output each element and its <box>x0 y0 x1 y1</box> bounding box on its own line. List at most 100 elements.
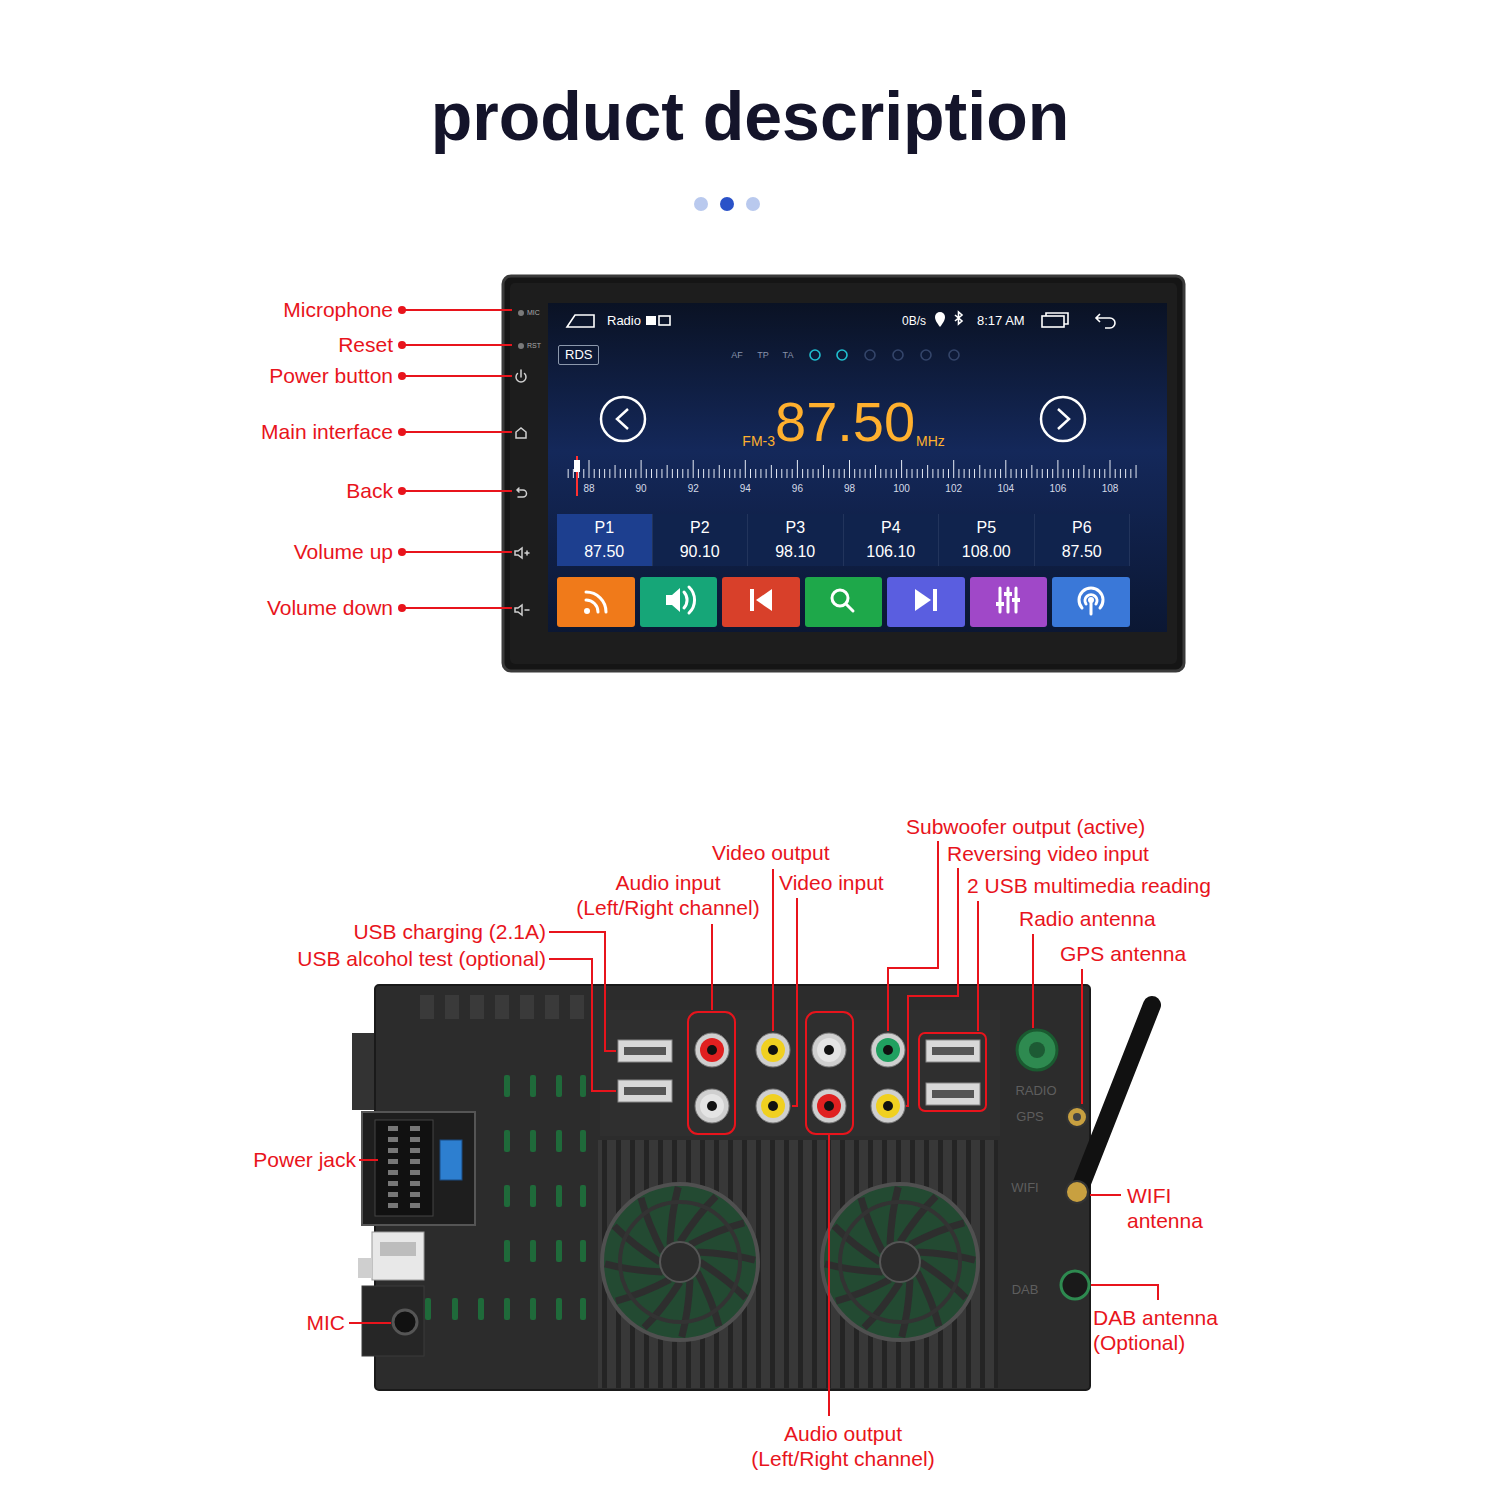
radio-antenna-socket <box>1017 1030 1057 1070</box>
node-value: 108.00 <box>962 542 1011 561</box>
illustration-part <box>375 1120 433 1216</box>
illustration-part <box>625 469 626 478</box>
illustration-part <box>833 469 834 478</box>
illustration-part <box>802 469 803 478</box>
illustration-part <box>893 350 903 360</box>
illustration-part <box>995 469 996 478</box>
scale-number: 94 <box>740 483 751 495</box>
illustration-part <box>700 1094 724 1118</box>
illustration-part <box>518 310 524 316</box>
callout-label: WIFI antenna <box>1127 1183 1222 1233</box>
illustration-part <box>1046 313 1068 324</box>
illustration-part <box>661 469 662 478</box>
illustration-part <box>618 1080 672 1102</box>
scale-number: 92 <box>688 483 699 495</box>
illustration-part <box>700 1038 724 1062</box>
preset-button: P187.50 <box>557 514 653 566</box>
illustration-part <box>586 587 1103 614</box>
illustration-part <box>504 1298 510 1320</box>
illustration-part <box>880 469 881 478</box>
illustration-part <box>599 469 600 478</box>
illustration-part <box>1052 577 1130 627</box>
illustration-part <box>813 469 814 478</box>
illustration-part <box>594 469 595 478</box>
illustration-part <box>756 1033 790 1067</box>
callout-label: USB alcohol test (optional) <box>297 946 546 971</box>
illustration-part <box>1012 598 1020 602</box>
illustration-part <box>1125 469 1126 478</box>
illustration-part <box>958 469 959 478</box>
illustration-part <box>504 1130 510 1152</box>
scale-number: 108 <box>1102 483 1119 495</box>
illustration-part <box>410 1192 420 1197</box>
illustration-part <box>640 577 717 627</box>
illustration-part <box>398 306 406 612</box>
illustration-part <box>797 460 798 478</box>
illustration-part <box>1083 465 1084 478</box>
illustration-part <box>932 1090 974 1098</box>
illustration-part <box>630 469 631 478</box>
node-value: 106.10 <box>866 542 915 561</box>
illustration-part <box>517 488 527 497</box>
illustration-part <box>817 1038 841 1062</box>
illustration-part <box>420 995 584 1019</box>
illustration-part <box>410 1203 420 1208</box>
illustration-part <box>615 465 616 478</box>
illustration-part <box>703 469 704 478</box>
scale-number: 98 <box>844 483 855 495</box>
illustration-part <box>901 460 902 478</box>
callout-label: DAB antenna (Optional) <box>1093 1305 1250 1355</box>
illustration-part <box>567 312 1115 328</box>
illustration-part <box>530 1075 536 1097</box>
gps-socket <box>1067 1107 1087 1127</box>
illustration-part <box>570 995 584 1019</box>
illustration-part <box>388 1181 398 1186</box>
illustration-part <box>906 469 907 478</box>
callout-label: Audio output (Left/Right channel) <box>740 1421 946 1471</box>
illustration-part <box>875 465 876 478</box>
leader-line <box>349 1322 391 1324</box>
illustration-part <box>1026 469 1027 478</box>
preset-button: P5108.00 <box>939 514 1035 566</box>
leader-line <box>1090 1194 1121 1196</box>
illustration-part <box>1094 469 1095 478</box>
illustration-part <box>410 1137 420 1142</box>
illustration-part <box>876 1094 900 1118</box>
node-value: 90.10 <box>680 542 720 561</box>
illustration-part <box>556 1185 562 1207</box>
wifi-antenna <box>1080 1005 1152 1188</box>
illustration-part <box>388 1203 398 1208</box>
illustration-part <box>922 469 923 478</box>
illustration-part <box>932 1047 974 1055</box>
leader-line <box>888 841 938 1031</box>
callout-label: Reversing video input <box>947 841 1149 866</box>
illustration-part <box>617 409 628 429</box>
illustration-part <box>1011 469 1012 478</box>
illustration-part <box>822 1184 978 1340</box>
illustration-part <box>641 460 642 478</box>
illustration-part <box>667 465 668 478</box>
illustration-part <box>388 1126 398 1131</box>
illustration-part <box>719 465 720 478</box>
illustration-part <box>515 605 522 615</box>
illustration-part <box>844 469 845 478</box>
illustration-part <box>740 469 741 478</box>
illustration-part <box>824 1045 834 1055</box>
illustration-part <box>871 1089 905 1123</box>
illustration-part <box>670 1187 678 1245</box>
illustration-part <box>756 1089 790 1123</box>
leader-line <box>711 924 713 1010</box>
scale-number: 88 <box>583 483 594 495</box>
callout-label: Volume down <box>267 595 393 620</box>
illustration-part <box>902 1279 910 1337</box>
illustration-part <box>695 1033 729 1067</box>
callout-label: Power jack <box>253 1147 356 1172</box>
illustration-part <box>750 469 751 478</box>
illustration-part <box>504 1075 510 1097</box>
scale-number: 90 <box>636 483 647 495</box>
illustration-part <box>823 465 824 478</box>
illustration-part <box>839 469 840 478</box>
illustration-part <box>349 310 1158 1416</box>
illustration-part <box>504 1240 510 1262</box>
illustration-part <box>1096 314 1115 328</box>
